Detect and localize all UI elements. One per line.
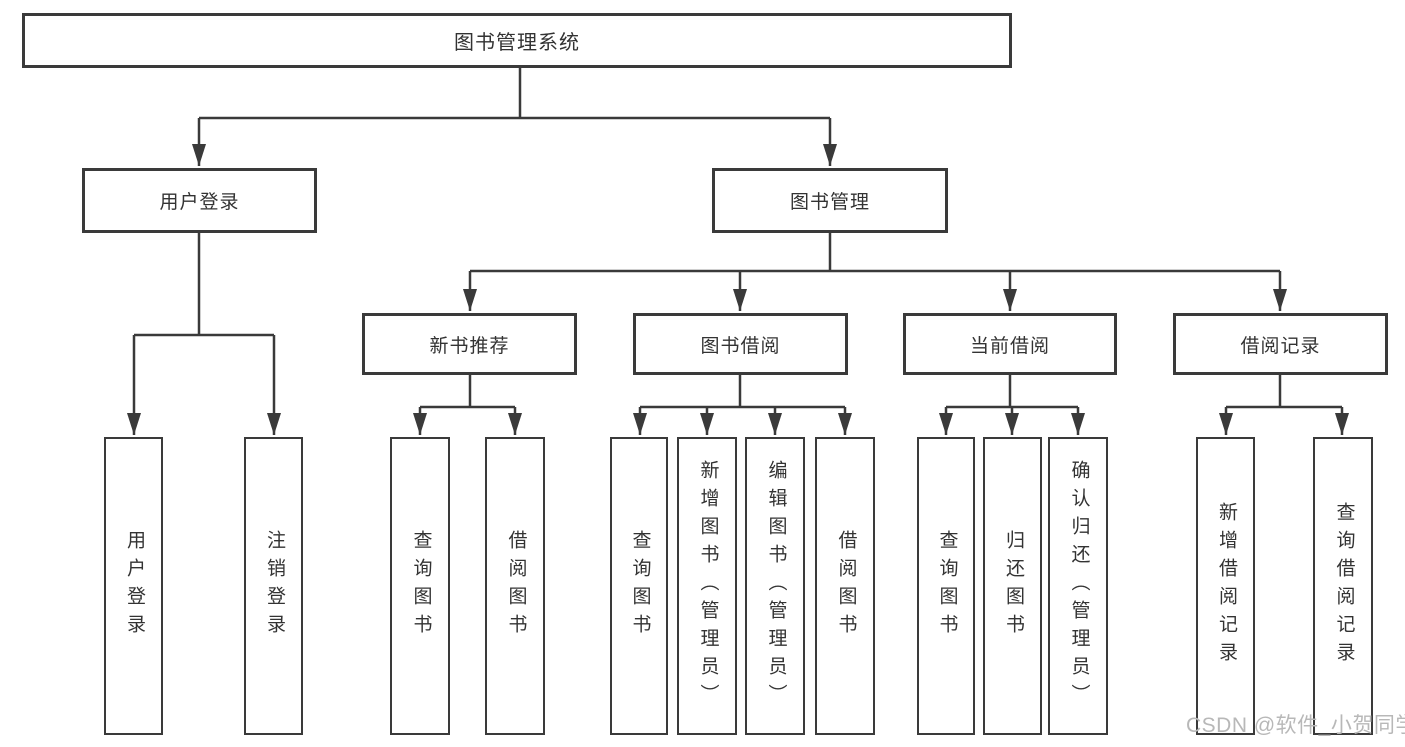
leaf-return-books-label: 归还图书 [1002, 530, 1024, 642]
leaf-add-books-admin: 新增图书（管理员） [677, 437, 737, 735]
leaf-query-books-current-label: 查询图书 [936, 530, 958, 642]
leaf-query-borrow-record: 查询借阅记录 [1313, 437, 1373, 735]
leaf-query-books-borrow: 查询图书 [610, 437, 668, 735]
leaf-borrow-books-recommend: 借阅图书 [485, 437, 545, 735]
leaf-query-borrow-record-label: 查询借阅记录 [1333, 502, 1355, 670]
node-current-borrow-label: 当前借阅 [969, 335, 1050, 357]
leaf-borrow-books-label: 借阅图书 [835, 530, 857, 642]
leaf-logout-label: 注销登录 [263, 530, 285, 642]
node-user-login: 用户登录 [82, 168, 317, 233]
csdn-watermark: CSDN @软件_小贺同学 [1186, 714, 1405, 737]
leaf-query-books-recommend-label: 查询图书 [410, 530, 432, 642]
leaf-user-login: 用户登录 [104, 437, 163, 735]
node-user-login-label: 用户登录 [159, 192, 240, 213]
leaf-borrow-books: 借阅图书 [815, 437, 875, 735]
leaf-add-books-admin-label: 新增图书（管理员） [697, 460, 719, 712]
leaf-add-borrow-record: 新增借阅记录 [1196, 437, 1255, 735]
node-root-system: 图书管理系统 [22, 13, 1012, 68]
leaf-user-login-label: 用户登录 [123, 530, 145, 642]
leaf-query-books-current: 查询图书 [917, 437, 975, 735]
leaf-confirm-return-admin-label: 确认归还（管理员） [1068, 460, 1090, 712]
node-borrow-record: 借阅记录 [1173, 313, 1388, 375]
leaf-edit-books-admin-label: 编辑图书（管理员） [765, 460, 787, 712]
node-new-book-recommend: 新书推荐 [362, 313, 577, 375]
node-root-label: 图书管理系统 [454, 32, 580, 54]
leaf-edit-books-admin: 编辑图书（管理员） [745, 437, 805, 735]
leaf-query-books-borrow-label: 查询图书 [629, 530, 651, 642]
node-current-borrow: 当前借阅 [903, 313, 1117, 375]
node-new-book-recommend-label: 新书推荐 [429, 335, 510, 357]
node-book-management: 图书管理 [712, 168, 948, 233]
leaf-add-borrow-record-label: 新增借阅记录 [1215, 502, 1237, 670]
leaf-confirm-return-admin: 确认归还（管理员） [1048, 437, 1108, 735]
leaf-return-books: 归还图书 [983, 437, 1042, 735]
leaf-borrow-books-recommend-label: 借阅图书 [505, 530, 527, 642]
node-book-borrow: 图书借阅 [633, 313, 848, 375]
leaf-logout: 注销登录 [244, 437, 303, 735]
node-borrow-record-label: 借阅记录 [1240, 335, 1321, 357]
leaf-query-books-recommend: 查询图书 [390, 437, 450, 735]
node-book-management-label: 图书管理 [789, 192, 870, 213]
node-book-borrow-label: 图书借阅 [700, 335, 781, 357]
